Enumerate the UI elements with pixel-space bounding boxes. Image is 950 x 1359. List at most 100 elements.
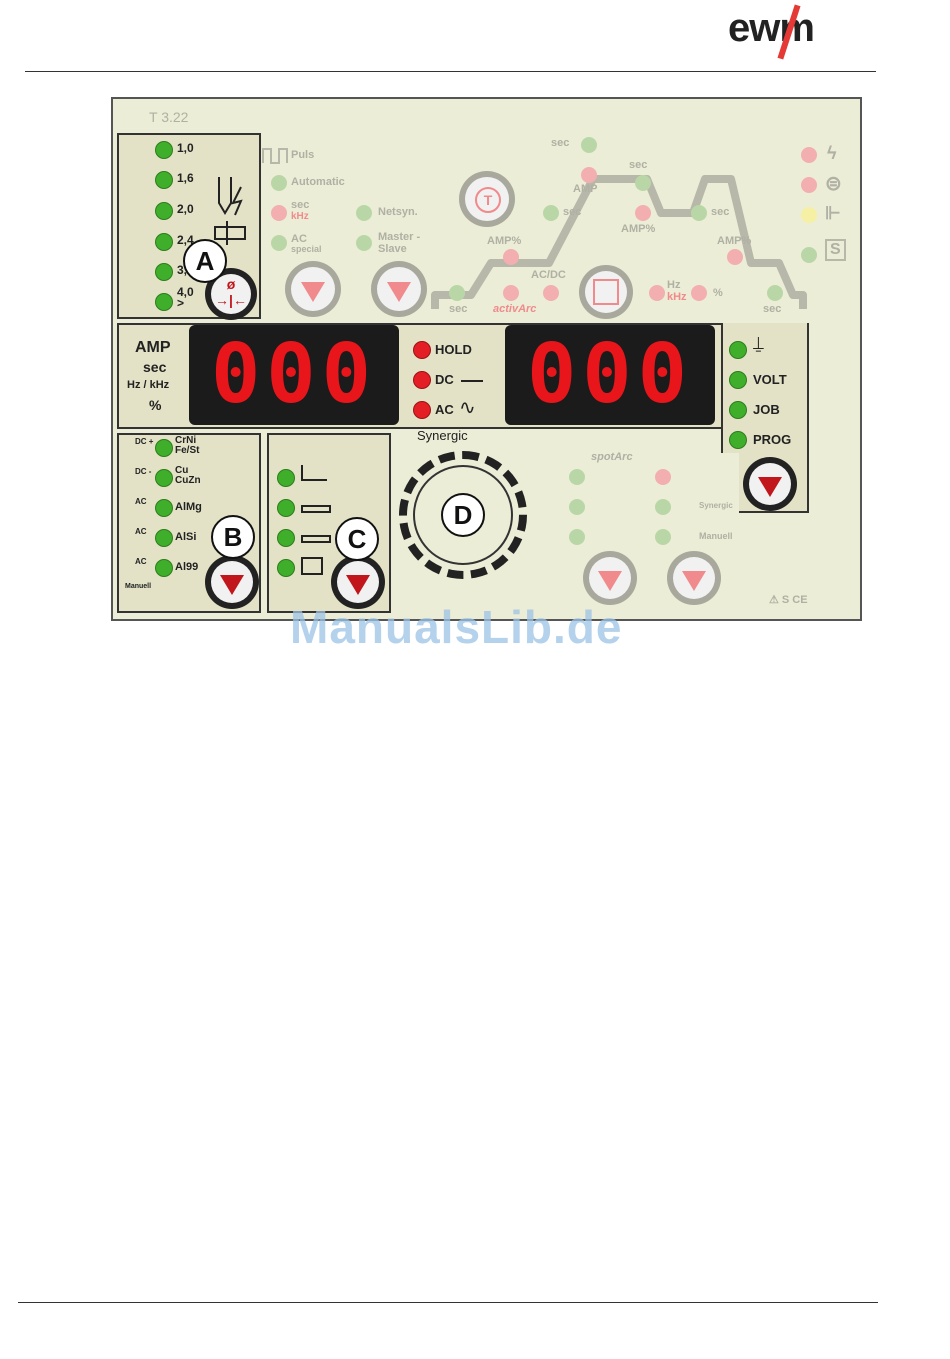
- led-prog: [729, 431, 747, 449]
- synergic-faded-label: Synergic: [699, 501, 733, 510]
- led-tacking: [655, 469, 671, 485]
- led-sec-reduced: [635, 175, 651, 191]
- callout-b: B: [211, 515, 255, 559]
- led-balance-pct: [691, 285, 707, 301]
- group-a-diameter: 1,0 1,6 2,0 2,4 3,2 4,0 > ø →|← A: [117, 133, 261, 320]
- special-label: special: [291, 244, 322, 254]
- sec-reduced-label: sec: [629, 159, 648, 171]
- sequence-cycle-button[interactable]: [579, 265, 633, 319]
- spotarc-box: spotArc Synergic Manuell: [539, 451, 739, 615]
- fest-label: Fe/St: [175, 445, 200, 456]
- led-sec-downslope: [691, 205, 707, 221]
- callout-d: D: [441, 493, 485, 537]
- material-select-button[interactable]: [205, 555, 259, 609]
- callout-c: C: [335, 517, 379, 561]
- left-display-value: 000: [210, 327, 378, 422]
- lightning-icon: ϟ: [827, 143, 837, 163]
- led-cu: [155, 469, 173, 487]
- puls-label: Puls: [291, 149, 315, 161]
- certification-marks: ⚠ S CE: [769, 594, 808, 606]
- param-select-button[interactable]: [743, 457, 797, 511]
- model-label: T 3.22: [149, 109, 189, 125]
- temperature-icon: ⊩: [825, 203, 841, 223]
- fillet-joint-icon: [301, 465, 327, 481]
- led-automatic: [271, 175, 287, 191]
- t-button[interactable]: T: [459, 171, 515, 227]
- unit-hz-khz: Hz / kHz: [127, 379, 170, 391]
- led-al99: [155, 559, 173, 577]
- diameter-symbol: ø: [226, 276, 236, 292]
- led-manual-torch: [655, 529, 671, 545]
- amp-pct-end-label: AMP%: [717, 235, 752, 247]
- sec-main-label: sec: [551, 137, 570, 149]
- hz-label: Hz: [667, 279, 681, 291]
- unit-amp: AMP: [135, 339, 171, 356]
- right-display: 000: [505, 325, 715, 425]
- manuell-faded-label: Manuell: [699, 531, 733, 541]
- led-four-stroke: [569, 529, 585, 545]
- led-4-0: [155, 293, 173, 311]
- s-safety-icon: S: [825, 239, 846, 261]
- led-activarc: [503, 285, 519, 301]
- sec-upslope-label: sec: [563, 206, 582, 218]
- polarity-ac-3: AC: [135, 557, 147, 566]
- operating-mode-button[interactable]: [583, 551, 637, 605]
- led-coolant: [801, 177, 817, 193]
- amp-pct-start-label: AMP%: [487, 235, 522, 247]
- led-almg: [155, 499, 173, 517]
- led-3-2: [155, 263, 173, 281]
- diameter-2-0: 2,0: [177, 202, 194, 216]
- diameter-1-0: 1,0: [177, 141, 194, 155]
- crni-label: CrNi: [175, 435, 197, 446]
- torch-mode-button[interactable]: [667, 551, 721, 605]
- mode-select-button-2[interactable]: [371, 261, 427, 317]
- diameter-4-0: 4,0 >: [177, 285, 194, 310]
- led-sec-khz: [271, 205, 287, 221]
- led-sec-upslope: [543, 205, 559, 221]
- volt-label: VOLT: [753, 372, 787, 387]
- led-amp-pct-end: [727, 249, 743, 265]
- led-arc-length: [729, 341, 747, 359]
- led-job: [729, 401, 747, 419]
- led-netsyn: [356, 205, 372, 221]
- ac-label: AC: [291, 233, 307, 245]
- polarity-ac-2: AC: [135, 527, 147, 536]
- led-amp-pct-reduced: [635, 205, 651, 221]
- led-seam-3: [277, 529, 295, 547]
- led-sec-gas-pre: [449, 285, 465, 301]
- led-hold: [413, 341, 431, 359]
- mode-select-button-1[interactable]: [285, 261, 341, 317]
- led-two-stroke: [569, 499, 585, 515]
- group-c-seam: C: [267, 433, 391, 613]
- watermark: ManualsLib.de: [290, 601, 623, 653]
- hold-label: HOLD: [435, 342, 472, 357]
- left-display: 000: [189, 325, 399, 425]
- ewm-logo: ewm: [728, 4, 815, 60]
- led-spotarc: [569, 469, 585, 485]
- led-sec-main: [581, 137, 597, 153]
- sec-gas-pre-label: sec: [449, 303, 468, 315]
- seam-select-button[interactable]: [331, 555, 385, 609]
- rotary-knob[interactable]: D: [399, 451, 535, 587]
- pct-label: %: [713, 287, 723, 299]
- synergic-label: Synergic: [417, 428, 468, 443]
- led-2-4: [155, 233, 173, 251]
- acdc-label: AC/DC: [531, 269, 566, 281]
- cu-label: Cu: [175, 465, 189, 476]
- led-amp-pct-start: [503, 249, 519, 265]
- t-symbol: T: [475, 187, 501, 213]
- led-acdc: [543, 285, 559, 301]
- led-hz-khz: [649, 285, 665, 301]
- polarity-dc-plus: DC +: [135, 437, 154, 446]
- cycle-icon: [593, 279, 619, 305]
- led-2-0: [155, 202, 173, 220]
- arc-length-icon: ⍊: [753, 333, 764, 353]
- alsi-label: AlSi: [175, 531, 197, 543]
- footer-rule: [18, 1302, 878, 1303]
- amp-pct-reduced-label: AMP%: [621, 223, 656, 235]
- khz-label: kHz: [291, 211, 309, 222]
- ac-wave-icon: ∿: [459, 397, 476, 419]
- sec-label: sec: [291, 199, 310, 211]
- callout-a: A: [183, 239, 227, 283]
- sec-gas-post-label: sec: [763, 303, 782, 315]
